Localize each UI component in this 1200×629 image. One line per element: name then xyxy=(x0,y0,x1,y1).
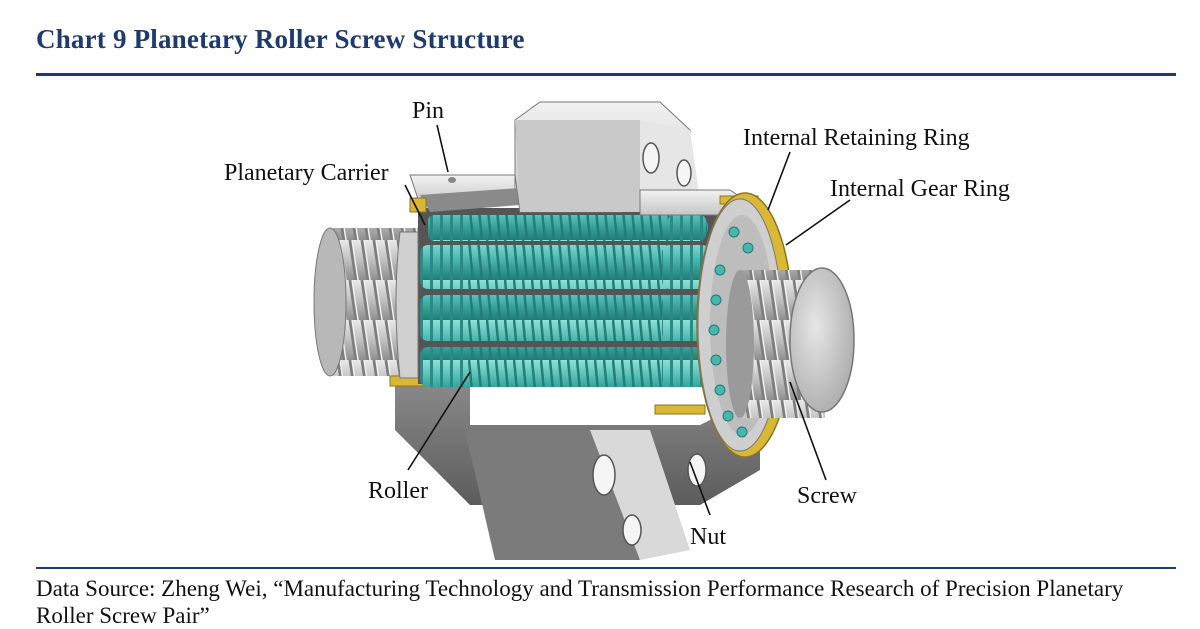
nut-upper-half xyxy=(409,101,762,216)
left-carrier-ring xyxy=(395,231,419,379)
screw-right-end xyxy=(726,267,855,418)
leader-lines xyxy=(404,124,851,516)
data-source-note: Data Source: Zheng Wei, “Manufacturing T… xyxy=(36,576,1124,628)
title-divider xyxy=(36,73,1176,76)
label-screw: Screw xyxy=(797,483,858,509)
chart-title: Chart 9 Planetary Roller Screw Structure xyxy=(36,24,525,54)
label-nut: Nut xyxy=(690,524,726,550)
rollers xyxy=(420,215,710,387)
label-internal-retaining-ring: Internal Retaining Ring xyxy=(743,125,970,151)
footer-divider xyxy=(36,567,1176,569)
label-roller: Roller xyxy=(368,478,428,504)
label-planetary-carrier: Planetary Carrier xyxy=(224,160,389,186)
label-internal-gear-ring: Internal Gear Ring xyxy=(830,176,1010,202)
label-pin: Pin xyxy=(412,98,444,124)
